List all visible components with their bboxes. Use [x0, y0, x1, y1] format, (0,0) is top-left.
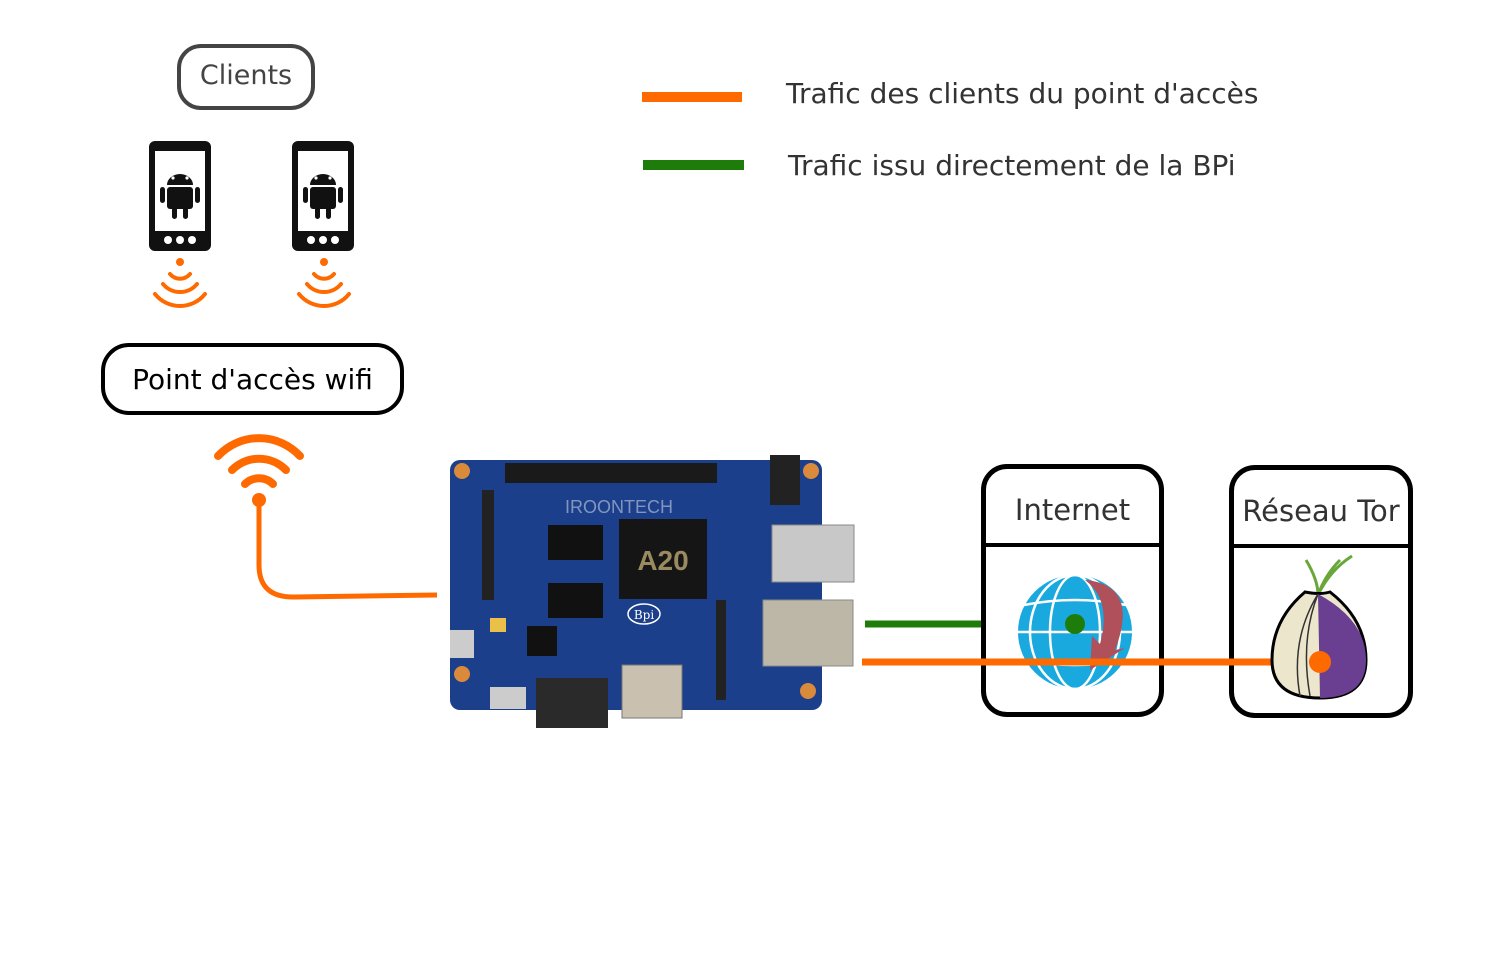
android-phone-icon	[292, 141, 354, 251]
tor-label: Réseau Tor	[1242, 494, 1400, 528]
board-logo: Bpi	[634, 608, 655, 622]
tor-box: Réseau Tor	[1229, 465, 1413, 718]
banana-pi-board: A20 IROONTECH Bpi	[450, 455, 855, 728]
divider	[986, 543, 1159, 547]
legend-green-label: Trafic issu directement de la BPi	[788, 149, 1236, 182]
clients-box: Clients	[177, 44, 315, 110]
internet-label: Internet	[1014, 493, 1131, 527]
divider	[1234, 544, 1408, 548]
android-phone-icon	[149, 141, 211, 251]
wifi-signal-icon	[214, 434, 304, 507]
access-point-label: Point d'accès wifi	[132, 363, 373, 396]
clients-label: Clients	[199, 60, 293, 91]
wifi-link-line	[256, 506, 438, 600]
wifi-signal-icon	[297, 258, 351, 308]
chip-label: A20	[637, 545, 688, 576]
access-point-box: Point d'accès wifi	[101, 343, 404, 415]
watermark: IROONTECH	[565, 497, 673, 517]
wifi-signal-icon	[153, 258, 207, 308]
legend-orange-label: Trafic des clients du point d'accès	[786, 77, 1259, 110]
internet-box: Internet	[981, 464, 1164, 717]
